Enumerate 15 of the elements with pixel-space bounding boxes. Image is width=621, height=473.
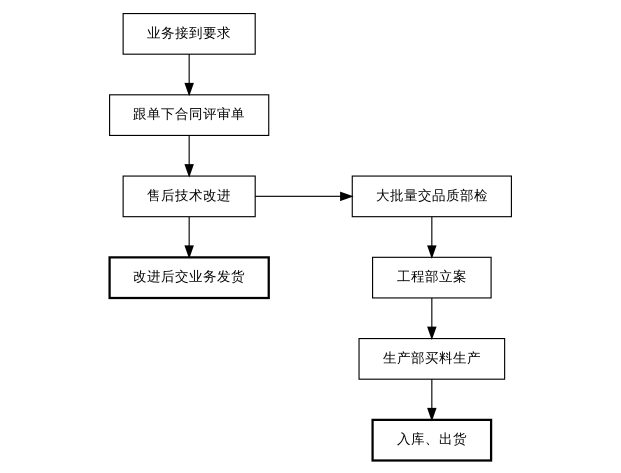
node-box: 跟单下合同评审单 [109, 94, 270, 136]
arrow [184, 135, 194, 178]
arrow [184, 54, 194, 96]
arrow [256, 191, 354, 201]
node-box: 改进后交业务发货 [108, 256, 270, 299]
node-box: 大批量交品质部检 [352, 174, 512, 217]
node-box: 业务接到要求 [122, 12, 256, 54]
arrow [427, 379, 437, 421]
node-box: 生产部买料生产 [358, 338, 506, 380]
node-box: 售后技术改进 [122, 174, 256, 217]
arrow [427, 216, 437, 258]
arrow [427, 298, 437, 340]
node-box: 入库、出货 [371, 418, 492, 462]
arrow [184, 216, 194, 258]
node-box: 工程部立案 [372, 256, 492, 298]
